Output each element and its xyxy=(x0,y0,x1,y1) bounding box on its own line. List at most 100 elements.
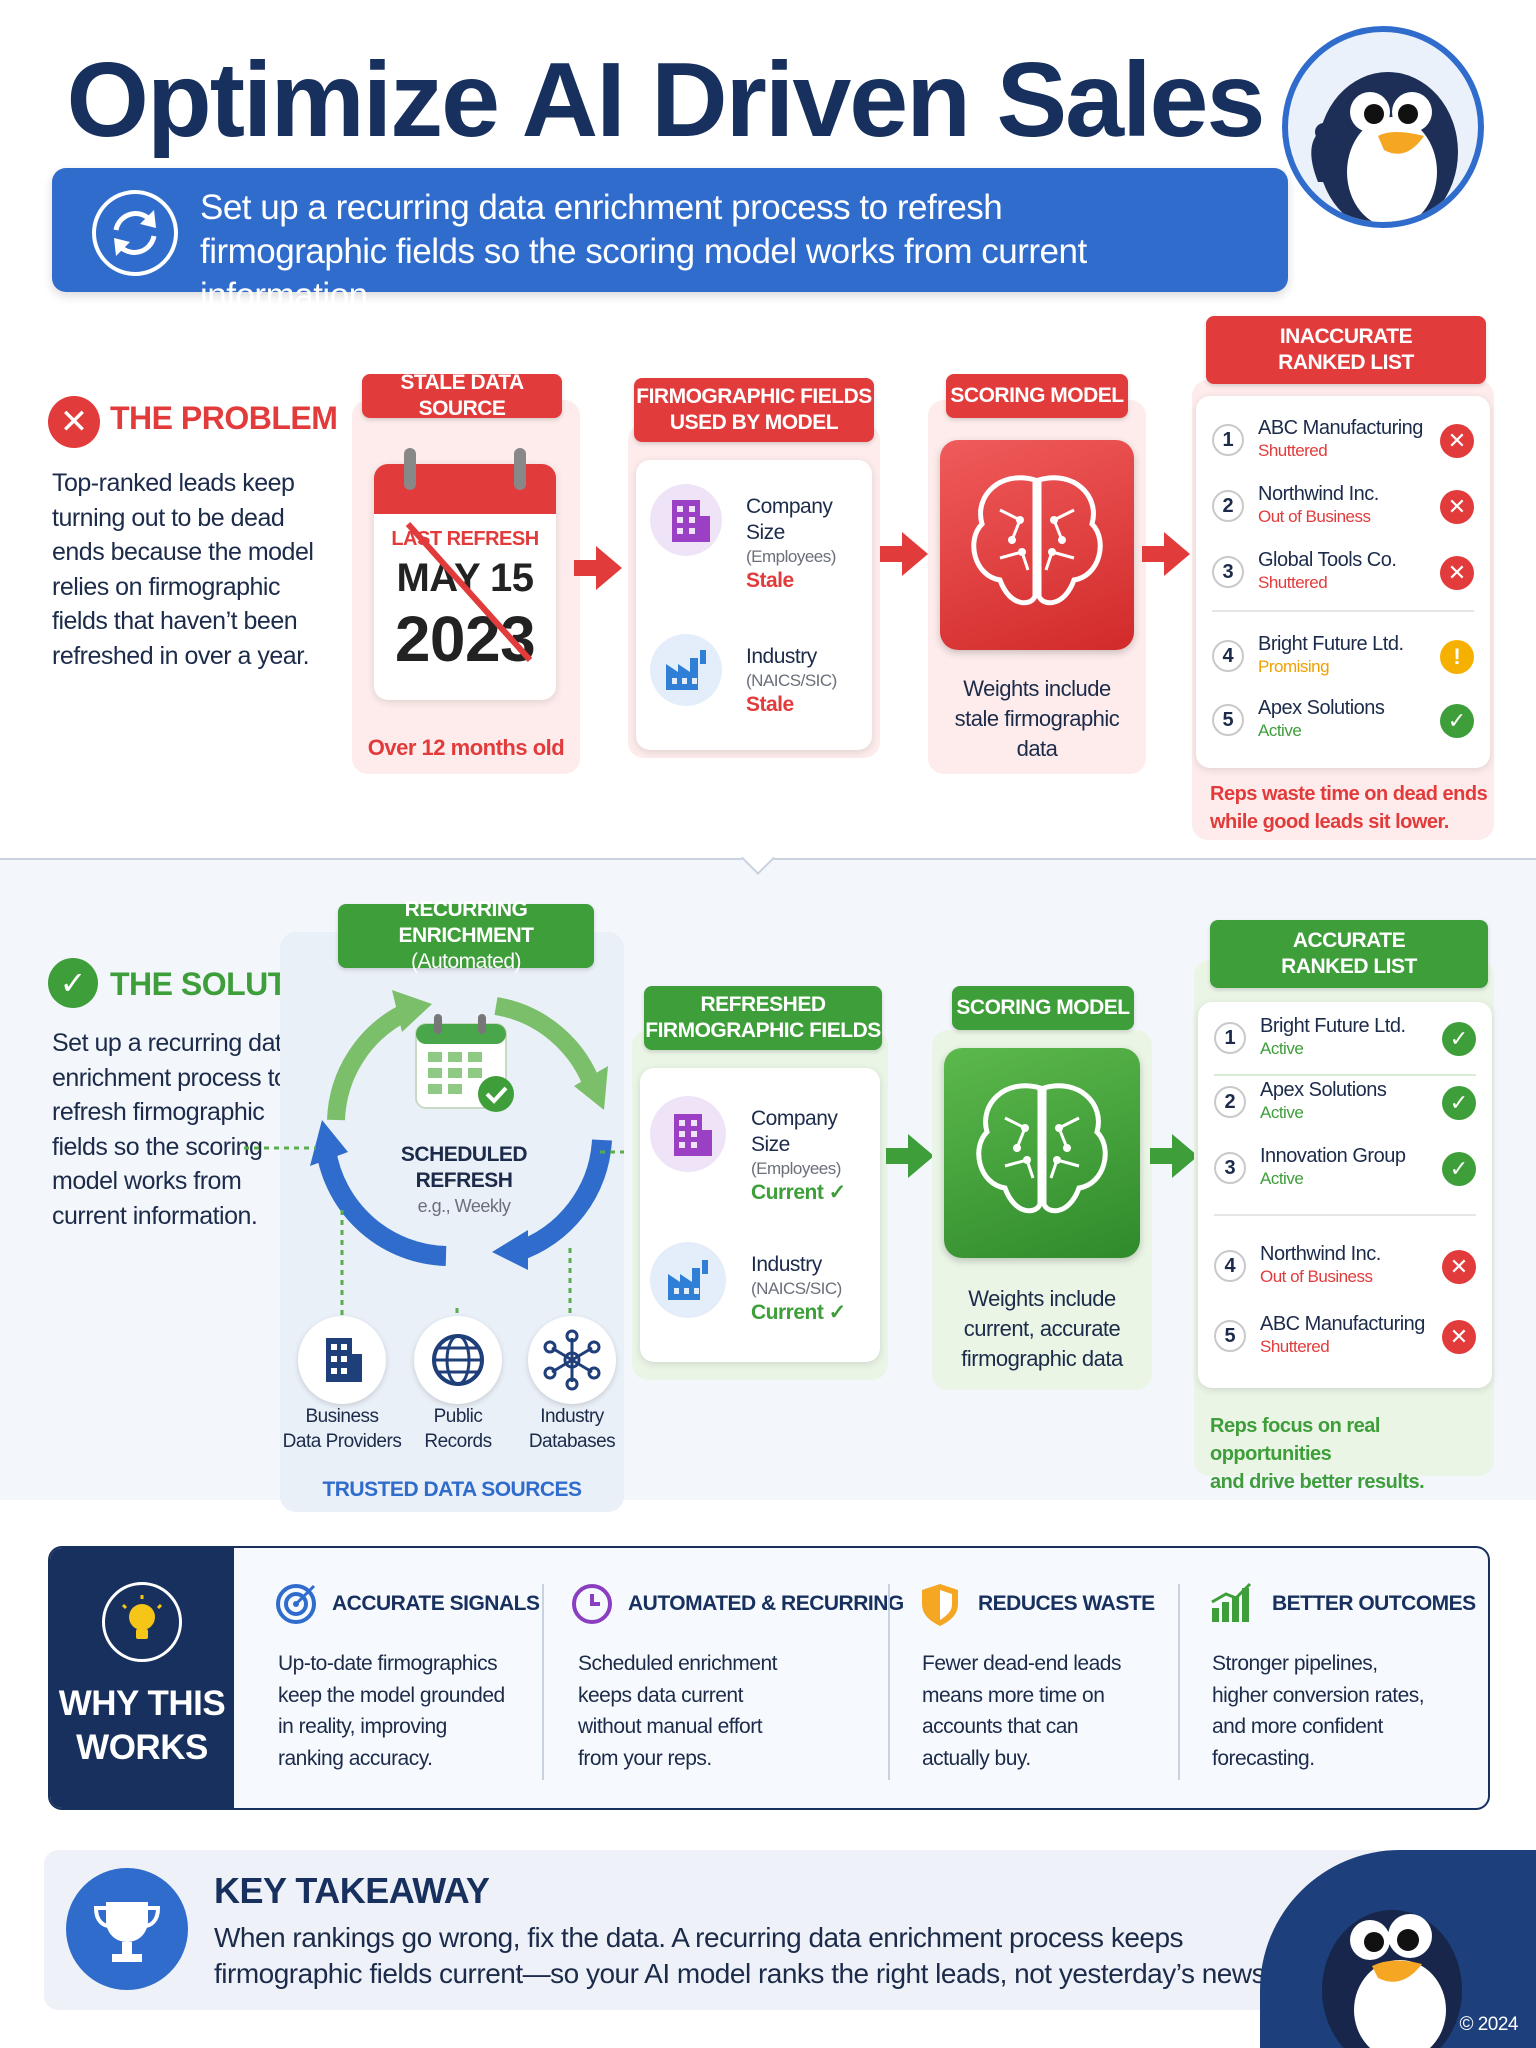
brain-icon xyxy=(944,1048,1140,1258)
enrichment-tag: RECURRING ENRICHMENT(Automated) xyxy=(338,898,594,973)
check-circle-icon: ✓ xyxy=(1442,1152,1476,1186)
model-tag-green: SCORING MODEL xyxy=(952,986,1134,1030)
list-divider xyxy=(1212,610,1474,612)
takeaway-heading: KEY TAKEAWAY xyxy=(214,1870,490,1911)
problem-heading: THE PROBLEM xyxy=(110,400,338,436)
check-circle-icon: ✓ xyxy=(1440,704,1474,738)
x-circle-icon: ✕ xyxy=(1442,1250,1476,1284)
refreshed-fields-card: Company Size (Employees) Current ✓ Indus… xyxy=(640,1068,880,1362)
x-circle-icon: ✕ xyxy=(1440,490,1474,524)
column-divider xyxy=(1178,1584,1180,1780)
solution-check-icon: ✓ xyxy=(48,958,98,1008)
shield-icon xyxy=(918,1580,962,1628)
arrow-right-icon xyxy=(880,532,928,576)
why-col-title: ACCURATE SIGNALS xyxy=(332,1592,540,1615)
building-icon xyxy=(298,1316,386,1404)
stale-footnote: Over 12 months old xyxy=(367,735,565,760)
network-icon xyxy=(528,1316,616,1404)
strike-through-icon xyxy=(405,521,533,663)
takeaway-text: When rankings go wrong, fix the data. A … xyxy=(214,1922,1273,1989)
dotted-connector-lines xyxy=(244,1146,624,1330)
penguin-mascot-image xyxy=(1260,1850,1536,2048)
fields-card: Company Size (Employees) Stale Industry … xyxy=(636,460,872,750)
why-col-title: REDUCES WASTE xyxy=(978,1592,1155,1615)
check-circle-icon: ✓ xyxy=(1442,1022,1476,1056)
arrow-right-icon xyxy=(1142,532,1190,576)
accurate-ranked-note: Reps focus on real opportunities and dri… xyxy=(1210,1415,1425,1493)
x-circle-icon: ✕ xyxy=(1440,424,1474,458)
why-col-title: BETTER OUTCOMES xyxy=(1272,1592,1476,1615)
model-tag: SCORING MODEL xyxy=(946,374,1128,418)
problem-x-icon: ✕ xyxy=(48,396,100,448)
stale-source-tag: STALE DATA SOURCE xyxy=(362,371,562,420)
x-circle-icon: ✕ xyxy=(1442,1320,1476,1354)
arrow-right-icon xyxy=(574,546,622,590)
lightbulb-icon xyxy=(102,1582,182,1662)
problem-body: Top-ranked leads keep turning out to be … xyxy=(52,469,314,670)
refresh-icon xyxy=(92,190,178,276)
solution-body: Set up a recurring data enrichment proce… xyxy=(52,1029,295,1230)
calendar-date: MAY 15 xyxy=(396,556,534,600)
field-item: Industry (NAICS/SIC) Stale xyxy=(746,645,837,716)
cycle-arrows-icon xyxy=(310,990,612,1270)
list-divider xyxy=(1214,1074,1476,1076)
penguin-mascot-image xyxy=(1282,26,1484,228)
why-col-title: AUTOMATED & RECURRING xyxy=(628,1592,904,1615)
building-icon xyxy=(650,1096,726,1172)
check-circle-icon: ✓ xyxy=(1442,1086,1476,1120)
why-sidebar: WHY THIS WORKS xyxy=(50,1548,234,1808)
globe-icon xyxy=(414,1316,502,1404)
column-divider xyxy=(542,1584,544,1780)
factory-icon xyxy=(650,634,722,706)
list-item: 3 Global Tools Co.Shuttered ✕ xyxy=(1212,548,1474,604)
building-icon xyxy=(650,484,722,556)
model-caption-green: Weights include current, accurate firmog… xyxy=(961,1286,1123,1371)
trophy-icon xyxy=(66,1868,188,1990)
bar-chart-icon xyxy=(1208,1580,1254,1626)
model-caption: Weights include stale firmographic data xyxy=(954,676,1120,761)
ranked-note: Reps waste time on dead ends while good … xyxy=(1210,783,1488,833)
list-item: 1 Bright Future Ltd.Active ✓ xyxy=(1214,1014,1476,1070)
arrow-right-icon xyxy=(1150,1134,1198,1178)
arrow-right-icon xyxy=(886,1134,934,1178)
x-circle-icon: ✕ xyxy=(1440,556,1474,590)
field-item: Industry (NAICS/SIC) Current ✓ xyxy=(751,1253,846,1324)
clock-icon xyxy=(570,1582,614,1626)
list-divider xyxy=(1214,1214,1476,1216)
scheduled-refresh-label: SCHEDULED REFRESH e.g., Weekly xyxy=(400,1143,528,1216)
field-item: Company Size (Employees) Stale xyxy=(746,495,836,592)
page-title: Optimize AI Driven Sales xyxy=(66,41,1266,159)
factory-icon xyxy=(650,1242,726,1318)
why-this-works-box: WHY THIS WORKS ACCURATE SIGNALS Up-to-da… xyxy=(48,1546,1490,1810)
subtitle-text: Set up a recurring data enrichment proce… xyxy=(200,188,1087,315)
why-heading: WHY THIS WORKS xyxy=(58,1684,226,1767)
calendar-check-icon xyxy=(412,1012,514,1112)
column-divider xyxy=(888,1584,890,1780)
why-col-body: Stronger pipelines,higher conversion rat… xyxy=(1212,1652,1425,1770)
subtitle-banner: Set up a recurring data enrichment proce… xyxy=(52,168,1288,315)
list-item: 4 Northwind Inc.Out of Business ✕ xyxy=(1214,1242,1476,1298)
list-item: 2 Northwind Inc.Out of Business ✕ xyxy=(1212,482,1474,538)
exclamation-circle-icon: ! xyxy=(1440,640,1474,674)
list-item: 4 Bright Future Ltd.Promising ! xyxy=(1212,632,1474,688)
brain-icon xyxy=(940,440,1134,650)
sources-label: TRUSTED DATA SOURCES xyxy=(322,1478,582,1501)
field-item: Company Size (Employees) Current ✓ xyxy=(751,1107,846,1204)
target-icon xyxy=(274,1582,318,1626)
calendar-icon: LAST REFRESH MAY 15 2023 xyxy=(374,448,556,700)
key-takeaway-box: KEY TAKEAWAY When rankings go wrong, fix… xyxy=(44,1850,1494,2010)
